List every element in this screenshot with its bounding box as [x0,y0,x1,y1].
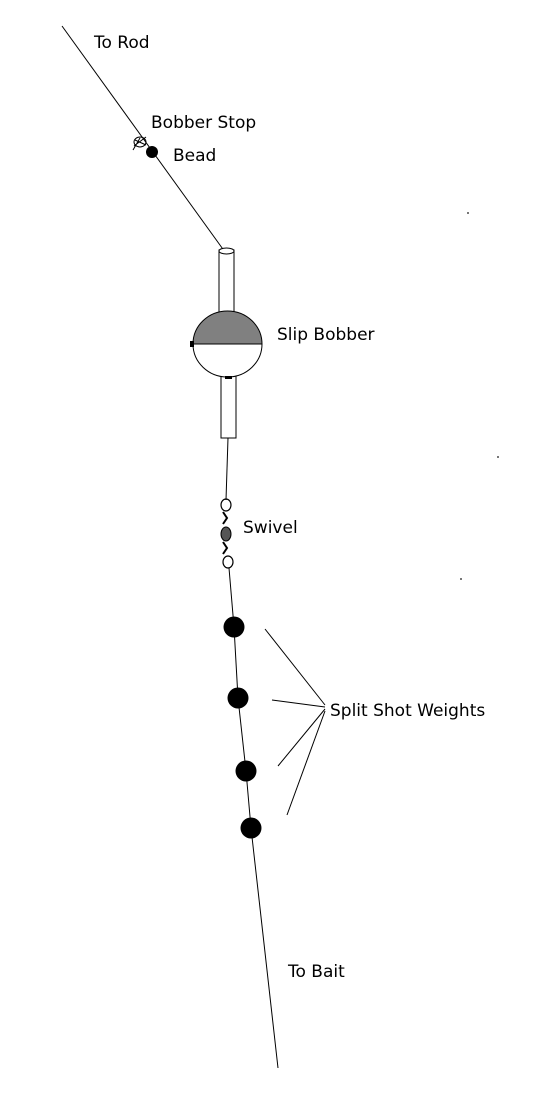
weights-pointer-lines [264,628,326,816]
split-shot-weight [223,616,245,638]
bobber-lower-stem [220,371,237,439]
label-to-bait: To Bait [287,962,345,982]
slip-bobber-ball [190,310,263,379]
label-split-shot-weights: Split Shot Weights [330,701,485,721]
split-shot-weight [227,687,249,709]
label-bead: Bead [173,146,216,166]
line-bobber-to-swivel [225,437,229,501]
label-to-rod: To Rod [93,33,150,53]
bobber-stop-knot [132,136,147,151]
stray-specks [460,212,499,580]
split-shot-weight [240,817,262,839]
bead [146,146,158,158]
swivel [220,498,234,569]
split-shot-weight [235,760,257,782]
label-bobber-stop: Bobber Stop [151,113,256,133]
label-swivel: Swivel [243,518,298,538]
label-slip-bobber: Slip Bobber [277,325,375,345]
bobber-upper-stem [218,249,235,319]
